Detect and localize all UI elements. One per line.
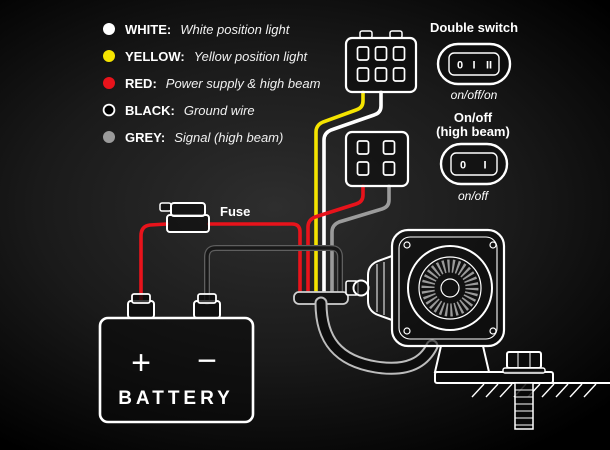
legend-description: Yellow position light <box>193 48 308 64</box>
fuse-holder: Fuse <box>159 202 250 233</box>
connector-pin <box>374 46 388 61</box>
bolt-washer <box>502 367 546 374</box>
bolt-threads <box>515 389 533 426</box>
red-fuse-to-bundle-wire <box>207 222 302 298</box>
mounting-foot <box>433 345 491 373</box>
double-switch-icon <box>436 42 512 86</box>
connector-6pin <box>344 30 418 94</box>
double-switch-rocker <box>448 52 500 76</box>
reflector-rim <box>418 256 482 320</box>
housing-screw <box>403 327 411 335</box>
light-housing-inner-edge <box>398 236 498 340</box>
legend-description: Ground wire <box>183 102 255 118</box>
double-switch-marking-0: 0 <box>457 60 463 72</box>
wire-color-legend: WHITE: White position light YELLOW: Yell… <box>102 21 321 145</box>
legend-label: WHITE: <box>125 21 172 37</box>
connector-pin <box>382 140 396 155</box>
connector-4pin-body <box>344 130 410 188</box>
grey-signal-wire <box>330 184 391 298</box>
legend-label: BLACK: <box>125 102 175 118</box>
connector-pin <box>356 140 370 155</box>
connector-pin <box>356 161 370 176</box>
reflector-texture <box>421 259 479 317</box>
connector-pin <box>374 67 388 82</box>
legend-label: GREY: <box>125 129 166 145</box>
legend-description: White position light <box>180 21 290 37</box>
wires <box>139 90 391 305</box>
legend-item-white: WHITE: White position light <box>102 21 320 37</box>
white-position-wire <box>322 90 383 298</box>
adjustment-knob <box>352 279 370 297</box>
light-side-bracket <box>367 255 393 321</box>
battery-positive-cap <box>131 293 151 304</box>
mounting-bolt <box>502 351 546 430</box>
high-beam-switch: On/off (high beam) 0 I on/off <box>436 110 510 203</box>
housing-screw <box>489 327 497 335</box>
black-wire-dot-icon <box>102 103 116 117</box>
connector-4pin <box>344 130 410 188</box>
battery-negative-cap <box>197 293 217 304</box>
high-beam-switch-title-line2: (high beam) <box>436 124 510 139</box>
red-battery-to-fuse-wire <box>139 222 169 304</box>
legend-item-black: BLACK: Ground wire <box>102 102 320 118</box>
double-switch: Double switch 0 I II on/off/on <box>430 20 518 102</box>
bolt-head <box>506 351 542 369</box>
connector-pin <box>382 161 396 176</box>
led-work-light <box>345 228 554 384</box>
fuse-body <box>166 214 210 233</box>
battery-label: BATTERY <box>118 388 234 409</box>
connector-6pin-body <box>344 36 418 94</box>
light-lens <box>407 245 493 331</box>
housing-screw <box>403 241 411 249</box>
legend-label: RED: <box>125 75 157 91</box>
light-side-fins <box>376 262 385 315</box>
legend-item-grey: GREY: Signal (high beam) <box>102 129 320 145</box>
black-ground-wire <box>205 246 342 304</box>
connector-pin <box>356 67 370 82</box>
high-beam-switch-marking-1: I <box>483 160 486 172</box>
legend-item-red: RED: Power supply & high beam <box>102 75 321 91</box>
surface-hatching <box>471 383 597 398</box>
legend-label: YELLOW: <box>125 48 185 64</box>
legend-item-yellow: YELLOW: Yellow position light <box>102 48 320 64</box>
red-switch-wire <box>306 184 365 298</box>
fuse-clip <box>159 202 172 212</box>
high-beam-switch-title-line1: On/off <box>454 110 493 125</box>
double-switch-title: Double switch <box>430 20 518 35</box>
connector-pin <box>392 67 406 82</box>
grey-wire-dot-icon <box>103 131 115 143</box>
fuse-label: Fuse <box>220 204 250 219</box>
connector-pin <box>356 46 370 61</box>
high-beam-switch-mode-label: on/off <box>458 189 490 203</box>
battery-minus-symbol: − <box>197 342 217 380</box>
battery-plus-symbol: + <box>131 344 151 382</box>
connector-pin <box>392 46 406 61</box>
led-emitter <box>440 278 460 298</box>
mounting-surface <box>470 382 610 398</box>
main-cable <box>316 298 437 373</box>
double-switch-mode-label: on/off/on <box>451 88 498 102</box>
white-wire-dot-icon <box>103 23 115 35</box>
housing-screw <box>489 241 497 249</box>
red-wire-dot-icon <box>103 77 115 89</box>
fuse-lid <box>170 202 206 217</box>
legend-description: Signal (high beam) <box>174 129 284 145</box>
high-beam-switch-rocker <box>450 152 498 176</box>
yellow-wire-dot-icon <box>103 50 115 62</box>
bolt-head-facets <box>517 352 531 368</box>
battery: + − BATTERY <box>98 293 255 424</box>
legend-description: Power supply & high beam <box>165 75 321 91</box>
double-switch-marking-1: I <box>472 60 475 72</box>
high-beam-switch-icon <box>439 142 509 186</box>
battery-body <box>98 316 255 424</box>
mounting-base-plate <box>434 371 554 384</box>
double-switch-marking-2: II <box>486 60 492 72</box>
high-beam-switch-marking-0: 0 <box>460 160 466 172</box>
yellow-position-wire <box>314 90 365 298</box>
